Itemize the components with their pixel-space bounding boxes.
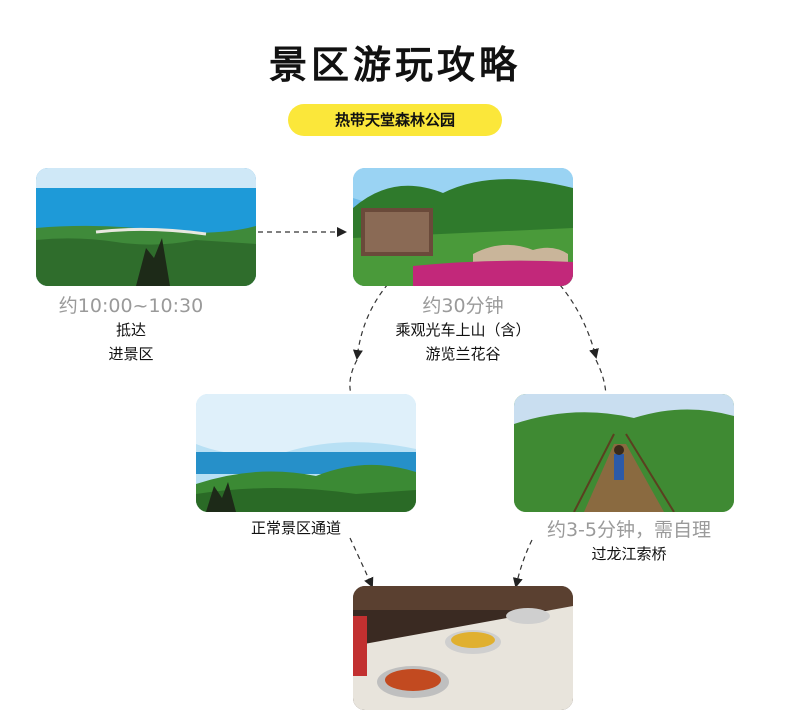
coast-view-photo: [36, 168, 256, 286]
coastal-panorama-photo: [196, 394, 416, 512]
step-3-line1: 正常景区通道: [250, 519, 341, 537]
park-entrance-photo: [353, 168, 573, 286]
step-4-line1: 过龙江索桥: [591, 545, 667, 563]
step-2-time: 约30分钟: [422, 295, 504, 317]
step-2-line2: 游览兰花谷: [425, 345, 501, 363]
park-name-badge: 热带天堂森林公园: [288, 104, 502, 136]
step-1-time: 约10:00~10:30: [58, 295, 204, 317]
step-2-line1: 乘观光车上山（含）: [395, 321, 531, 339]
step-4-time: 约3-5分钟，需自理: [546, 519, 712, 541]
step-1-line2: 进景区: [108, 345, 154, 363]
step-1-caption: 约10:00~10:30 抵达 进景区: [36, 294, 226, 366]
arrow-3-to-5: [349, 537, 374, 588]
step-2-caption: 约30分钟 乘观光车上山（含） 游览兰花谷: [353, 294, 573, 366]
step-3-caption: 正常景区通道: [196, 516, 396, 540]
arrow-4-lower: [595, 359, 607, 399]
page-title: 景区游玩攻略: [268, 43, 521, 87]
step-1-line1: 抵达: [115, 321, 146, 339]
buffet-photo: [353, 586, 573, 710]
suspension-bridge-photo: [514, 394, 734, 512]
step-4-caption: 约3-5分钟，需自理 过龙江索桥: [514, 518, 744, 566]
